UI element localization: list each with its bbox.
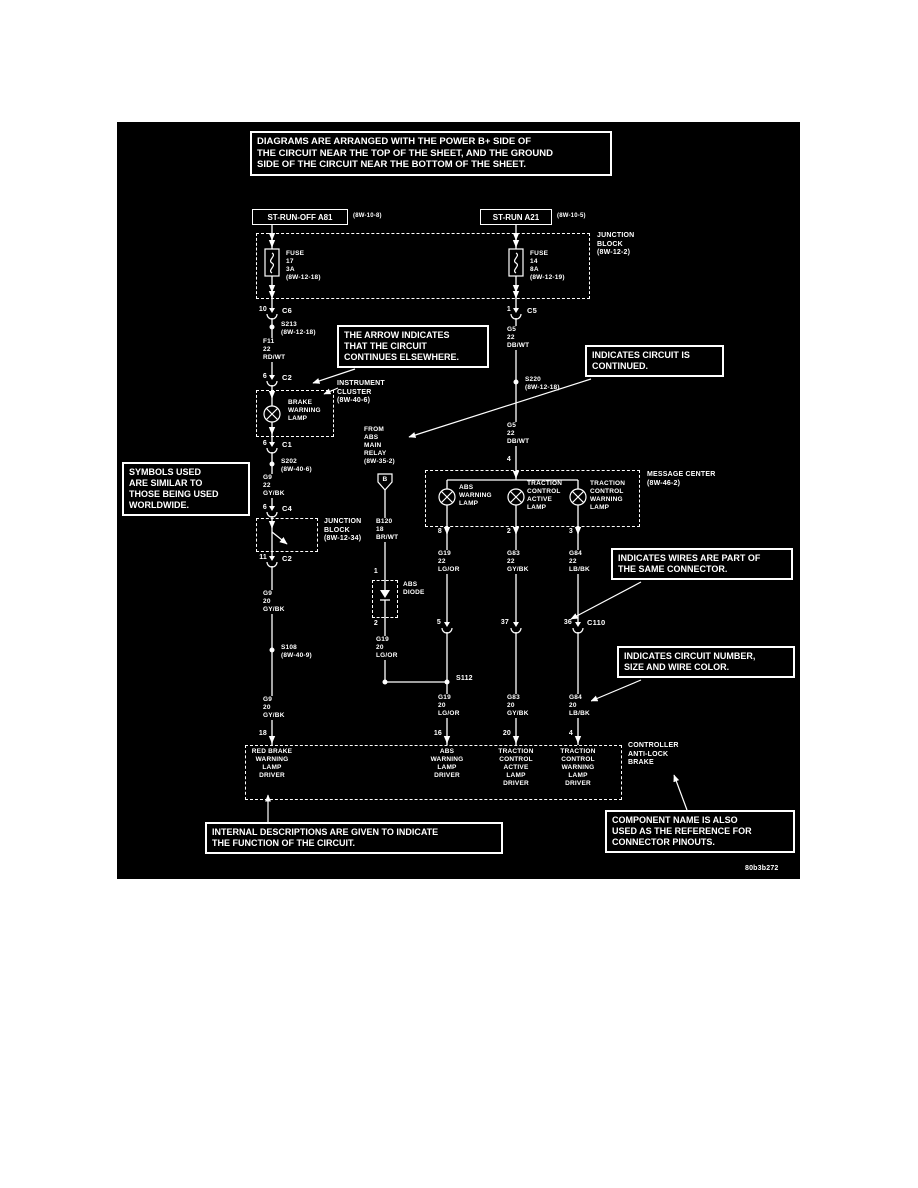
traction-active-lamp-label: TRACTION CONTROL ACTIVE LAMP [527, 480, 563, 511]
abs-diode-outline [372, 580, 398, 618]
junction-block-2-outline [256, 518, 318, 552]
note-continued: INDICATES CIRCUIT IS CONTINUED. [585, 345, 724, 377]
pin-20-number: 20 [502, 730, 511, 737]
wire-g9-22-label: G9 22 GY/BK [262, 474, 286, 498]
junction-block-outline [256, 233, 590, 299]
pin-c2-number: 6 [262, 373, 267, 380]
brake-warning-lamp-label: BRAKE WARNING LAMP [288, 399, 321, 422]
pin-5-number: 5 [436, 619, 441, 626]
feed-st-run-off-a81: ST-RUN-OFF A81 [252, 209, 348, 225]
pin-c6-number: 10 [258, 306, 267, 313]
wiring-diagram: ST-RUN-OFF A81 (8W-10-8) ST-RUN A21 (8W-… [117, 122, 800, 879]
wire-g84-22-label: G84 22 LB/BK [568, 550, 591, 574]
pin-3-number: 3 [568, 528, 573, 535]
note-circuit-number: INDICATES CIRCUIT NUMBER, SIZE AND WIRE … [617, 646, 795, 678]
wire-b120-label: B120 18 BR/WT [375, 518, 400, 542]
connector-c2-11-label: C2 [282, 554, 292, 563]
fuse-icon [264, 248, 524, 277]
splice-dot [269, 324, 519, 685]
pin-c5-number: 1 [506, 306, 511, 313]
message-center-outline [425, 470, 640, 527]
pin-8-number: 8 [437, 528, 442, 535]
pin-2-number: 2 [506, 528, 511, 535]
splice-s112-label: S112 [456, 675, 473, 682]
note-symbols: SYMBOLS USED ARE SIMILAR TO THOSE BEING … [122, 462, 250, 516]
abs-main-relay-label: FROM ABS MAIN RELAY (8W-35-2) [364, 426, 395, 465]
instrument-cluster-outline [256, 390, 334, 437]
wire-g5-label-2: G5 22 DB/WT [506, 422, 531, 446]
pin-1-diode: 1 [373, 568, 378, 575]
diode-icon [380, 590, 390, 601]
fuse-17-label: FUSE 17 3A (8W-12-18) [285, 250, 322, 282]
wire-g83-20-label: G83 20 GY/BK [506, 694, 530, 718]
connector-c4-label: C4 [282, 504, 292, 513]
instrument-cluster-label: INSTRUMENT CLUSTER (8W-40-6) [337, 380, 385, 405]
wire-g19-20-label-1: G19 20 LG/OR [375, 636, 399, 660]
junction-block-2-label: JUNCTION BLOCK (8W-12-34) [324, 518, 362, 543]
wire-g83-22-label: G83 22 GY/BK [506, 550, 530, 574]
pin-4-message-center: 4 [506, 456, 511, 463]
pin-2-diode: 2 [373, 620, 378, 627]
traction-warning-lamp-label: TRACTION CONTROL WARNING LAMP [590, 480, 626, 511]
pin-36-number: 36 [563, 619, 572, 626]
callout-arrows [265, 368, 688, 822]
splice-s202-label: S202 (8W-40-6) [281, 458, 312, 473]
fuse-14-label: FUSE 14 8A (8W-12-19) [529, 250, 566, 282]
pin-c4-number: 6 [262, 504, 267, 511]
feed-st-run-a21: ST-RUN A21 [480, 209, 552, 225]
connector-c110-label: C110 [587, 618, 606, 627]
connector-c5-label: C5 [527, 306, 537, 315]
pin-4-controller: 4 [568, 730, 573, 737]
abs-warning-lamp-label: ABS WARNING LAMP [459, 484, 492, 507]
connector-c6-label: C6 [282, 306, 292, 315]
terminal-b-icon [377, 473, 393, 491]
pin-c1-number: 6 [262, 440, 267, 447]
red-brake-warning-lamp-driver-label: RED BRAKE WARNING LAMP DRIVER [251, 748, 293, 779]
wire-g84-20-label: G84 20 LB/BK [568, 694, 591, 718]
pin-37-number: 37 [500, 619, 509, 626]
wire-g9-20-label-2: G9 20 GY/BK [262, 696, 286, 720]
connector-icon [266, 308, 584, 634]
wire-g9-20-label-1: G9 20 GY/BK [262, 590, 286, 614]
note-component-name: COMPONENT NAME IS ALSO USED AS THE REFER… [605, 810, 795, 853]
message-center-label: MESSAGE CENTER (8W-46-2) [647, 471, 716, 487]
wire-g19-20-label-2: G19 20 LG/OR [437, 694, 461, 718]
page-code: 80b3b272 [745, 865, 779, 872]
feed-left-ref: (8W-10-8) [353, 213, 382, 219]
feed-right-ref: (8W-10-5) [557, 213, 586, 219]
splice-s213-label: S213 (8W-12-18) [281, 321, 316, 336]
note-same-connector: INDICATES WIRES ARE PART OF THE SAME CON… [611, 548, 793, 580]
wire-g19-22-label: G19 22 LG/OR [437, 550, 461, 574]
splice-s108-label: S108 (8W-40-9) [281, 644, 312, 659]
terminal-b-label: B [382, 476, 388, 483]
controller-outline [245, 745, 622, 800]
lamp-icon [263, 405, 587, 506]
note-arrow: THE ARROW INDICATES THAT THE CIRCUIT CON… [337, 325, 489, 368]
traction-warning-lamp-driver-label: TRACTION CONTROL WARNING LAMP DRIVER [560, 748, 596, 787]
junction-block-label: JUNCTION BLOCK (8W-12-2) [597, 232, 635, 257]
splice-s220-label: S220 (8W-12-18) [525, 376, 560, 391]
abs-warning-lamp-driver-label: ABS WARNING LAMP DRIVER [430, 748, 464, 779]
controller-anti-lock-brake-label: CONTROLLER ANTI-LOCK BRAKE [628, 742, 679, 767]
pin-18-number: 18 [258, 730, 267, 737]
connector-c1-label: C1 [282, 440, 292, 449]
abs-diode-label: ABS DIODE [403, 581, 425, 596]
connector-c2-label: C2 [282, 373, 292, 382]
wire-g5-label-1: G5 22 DB/WT [506, 326, 531, 350]
pin-c2-11-number: 11 [259, 554, 267, 561]
traction-active-lamp-driver-label: TRACTION CONTROL ACTIVE LAMP DRIVER [498, 748, 534, 787]
pin-16-number: 16 [433, 730, 442, 737]
wiring-graphics-layer [263, 224, 688, 822]
wire-f11-label: F11 22 RD/WT [262, 338, 287, 362]
note-arrangement: DIAGRAMS ARE ARRANGED WITH THE POWER B+ … [250, 131, 612, 176]
note-internal-descriptions: INTERNAL DESCRIPTIONS ARE GIVEN TO INDIC… [205, 822, 503, 854]
flow-arrow-icons [268, 232, 582, 744]
